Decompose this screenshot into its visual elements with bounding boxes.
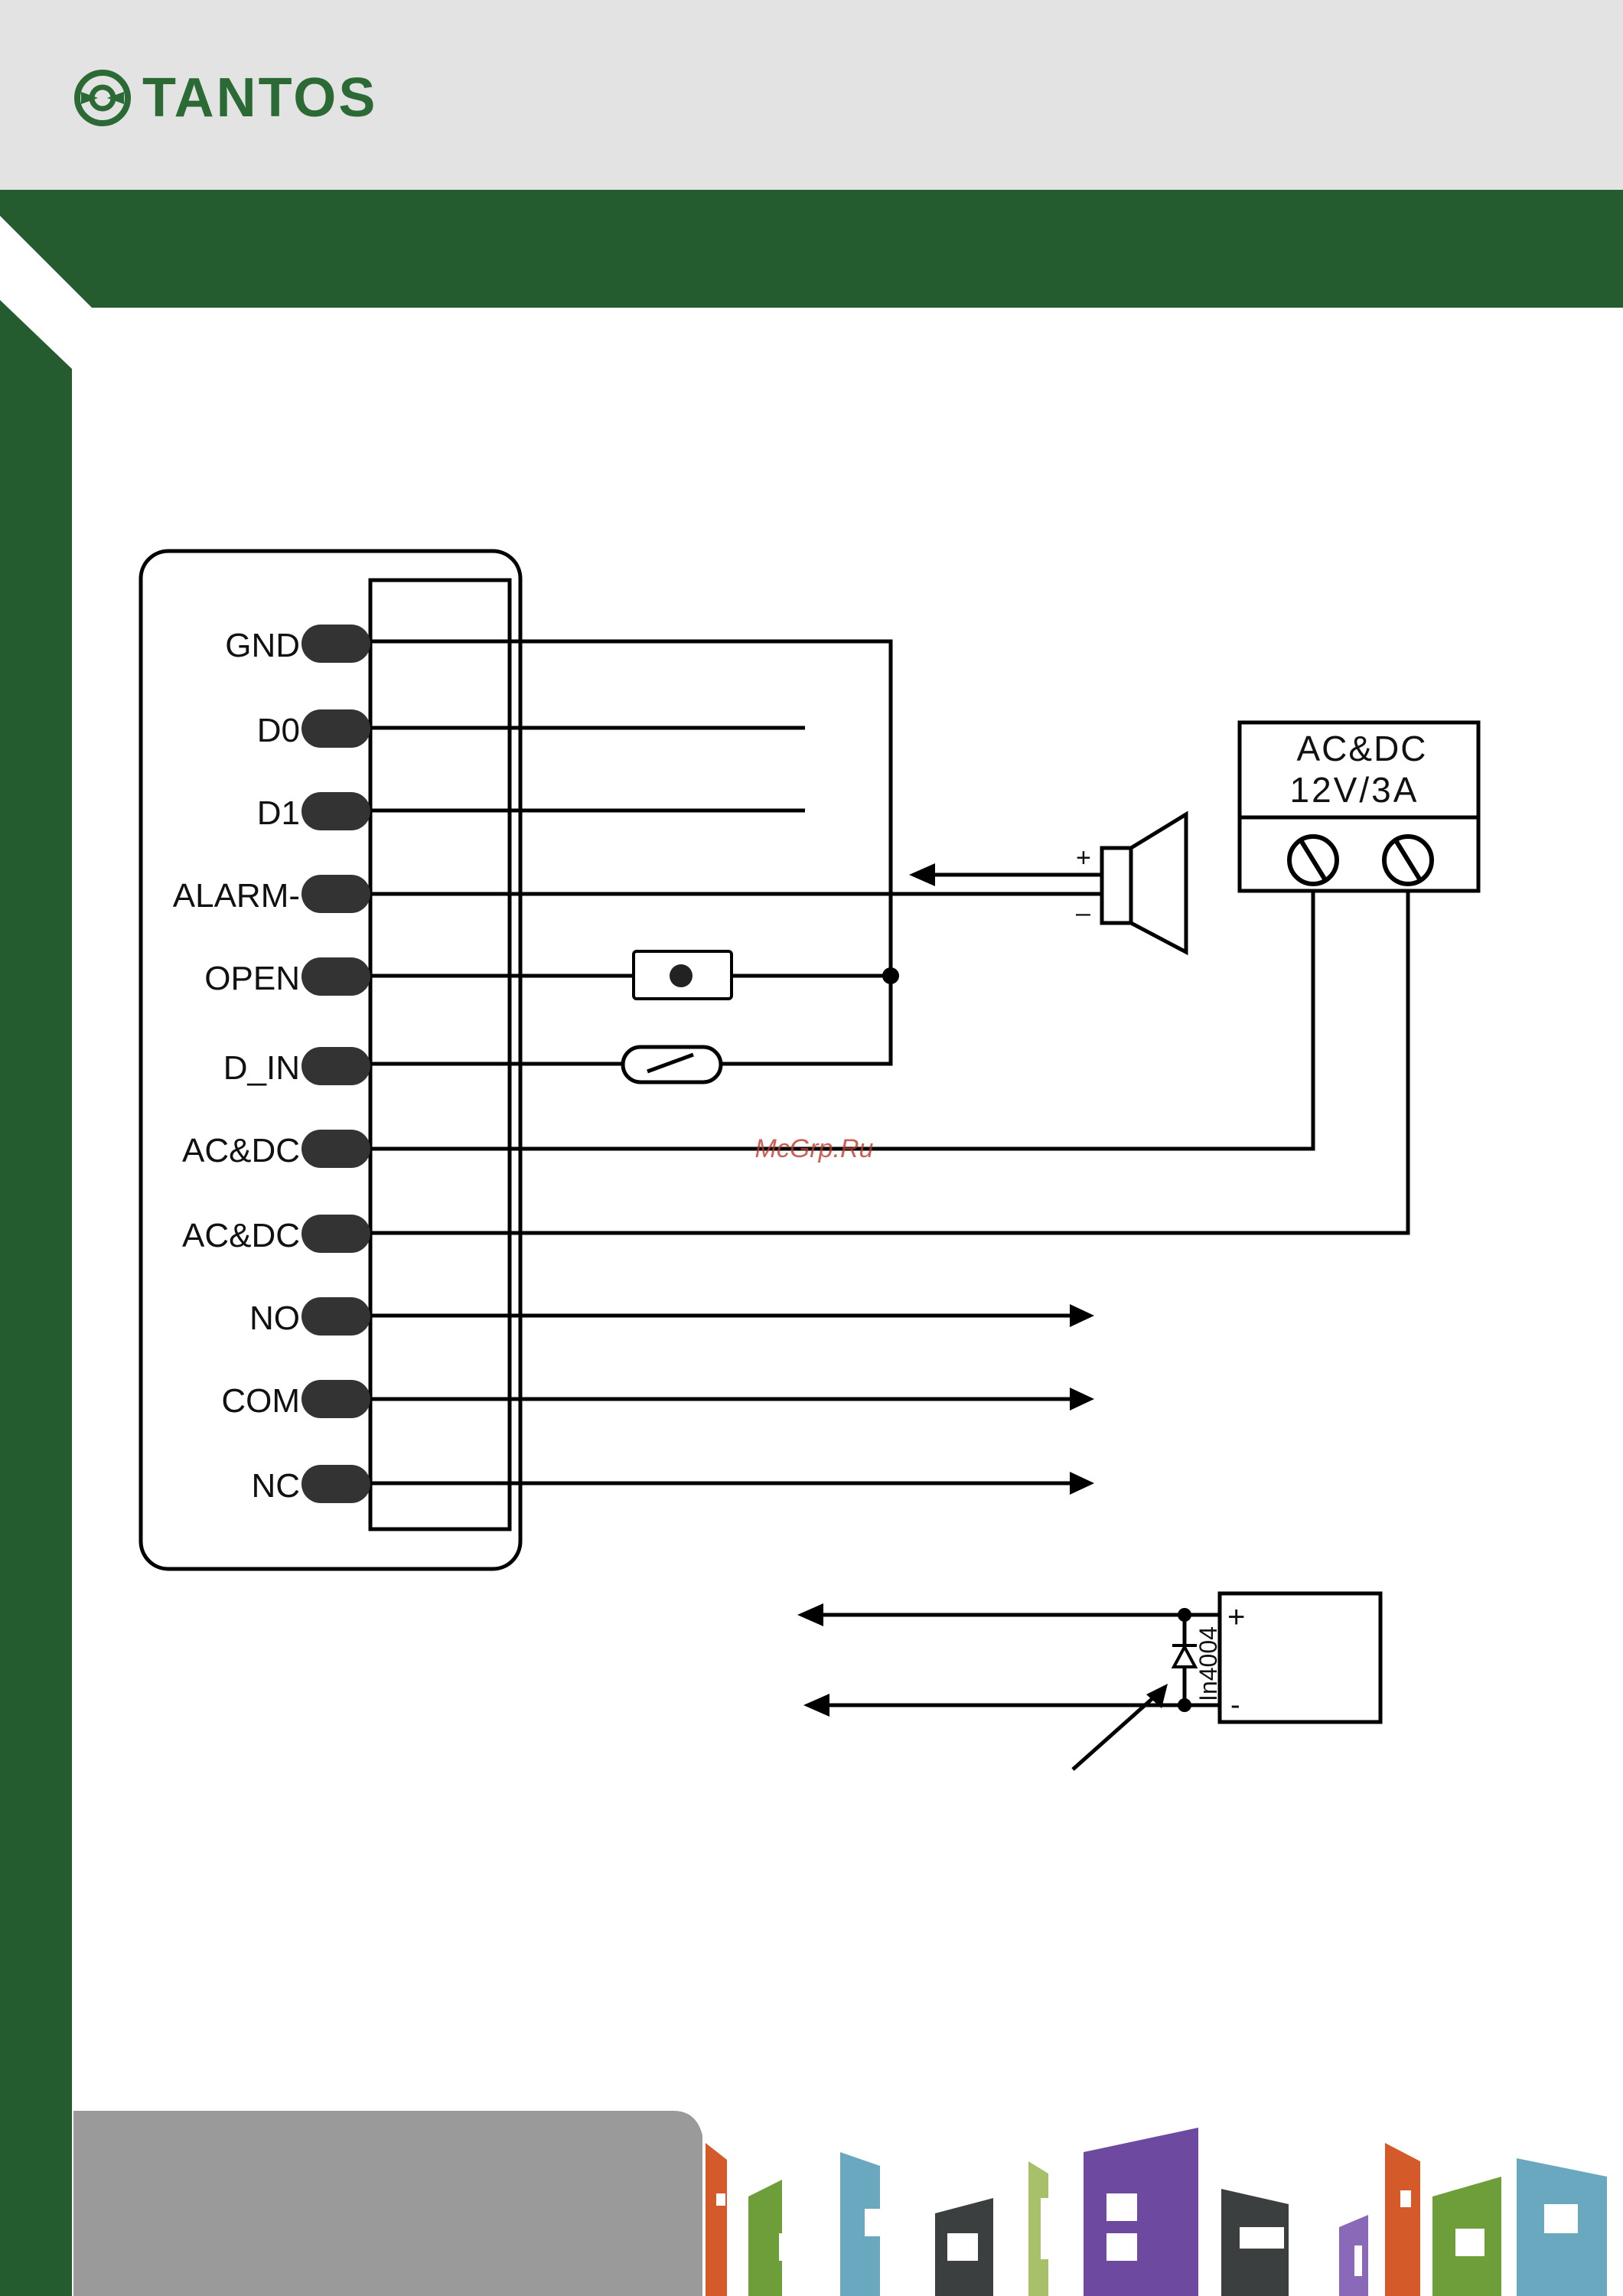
terminal-pin-acdc-2 (301, 1215, 370, 1253)
tantos-logo: TANTOS (73, 60, 377, 136)
buildings-illustration (706, 2128, 1607, 2296)
terminal-label-nc: NC (251, 1467, 300, 1505)
terminal-label-open: OPEN (204, 960, 300, 997)
door-sensor-symbol (621, 1045, 723, 1084)
arrow-lock-plus (797, 1603, 823, 1626)
junction-dot-lock-plus (1178, 1608, 1191, 1622)
exit-button-symbol (632, 950, 733, 1000)
watermark-text: McGrp.Ru (755, 1134, 874, 1163)
terminal-pin-open (301, 957, 370, 996)
diode-pointer (1071, 1693, 1159, 1771)
header-bar (0, 0, 1623, 190)
terminal-pin-acdc-1 (301, 1130, 370, 1168)
brand-name: TANTOS (142, 67, 378, 129)
lock-box (1217, 1591, 1383, 1724)
junction-dot-lock-minus (1178, 1698, 1191, 1712)
arrow-lock-minus (803, 1694, 829, 1717)
wiring (370, 639, 1410, 1771)
terminal-label-alarm: ALARM- (173, 877, 300, 915)
left-green-strip (0, 300, 72, 2296)
diode-label: In4004 (1194, 1626, 1222, 1701)
wire-gnd (370, 639, 893, 1066)
terminal-label-d0: D0 (257, 712, 300, 749)
terminal-pin-d0 (301, 709, 370, 748)
psu-label-type: AC&DC (1296, 729, 1427, 768)
controller-body (139, 549, 523, 1571)
terminal-pin-nc (301, 1465, 370, 1503)
header-green-band (0, 190, 1623, 308)
footer-grey-panel (73, 2111, 702, 2296)
wire-acdc-2 (370, 862, 1410, 1235)
arrowheads (797, 863, 1168, 1717)
terminal-pin-no (301, 1297, 370, 1336)
terminal-pin-gnd (301, 625, 370, 663)
psu-label-rating: 12V/3A (1290, 770, 1419, 810)
arrow-diode-pointer (1146, 1684, 1168, 1708)
lock-minus-label: - (1230, 1689, 1240, 1721)
terminal-label-d1: D1 (257, 794, 300, 832)
junction-dot-open (882, 967, 899, 984)
siren-symbol (1100, 810, 1188, 956)
terminal-label-com: COM (221, 1382, 300, 1420)
terminal-label-no: NO (249, 1300, 300, 1337)
terminal-pins (301, 625, 370, 1503)
terminal-block (368, 578, 512, 1531)
siren-plus-label: + (1076, 843, 1091, 872)
psu-terminal-screw-1 (1287, 834, 1339, 886)
diode-symbol (1171, 1643, 1198, 1668)
arrow-nc (1070, 1472, 1094, 1495)
terminal-pin-com (301, 1380, 370, 1418)
tantos-logo-icon (74, 70, 131, 126)
terminal-pin-alarm (301, 875, 370, 913)
terminal-label-d-in: D_IN (223, 1049, 300, 1087)
terminal-labels: GND D0 D1 ALARM- OPEN D_IN AC&DC AC&DC N… (173, 627, 300, 1505)
arrow-com (1070, 1388, 1094, 1411)
terminal-label-acdc-1: AC&DC (182, 1132, 300, 1169)
lock-plus-label: + (1227, 1600, 1245, 1634)
terminal-pin-d1 (301, 792, 370, 830)
terminal-label-gnd: GND (225, 627, 300, 664)
power-supply (1237, 720, 1481, 893)
wire-acdc-1 (370, 862, 1315, 1151)
terminal-label-acdc-2: AC&DC (182, 1217, 300, 1254)
psu-terminal-screw-2 (1382, 834, 1434, 886)
siren-minus-label: – (1076, 899, 1090, 928)
arrow-no (1070, 1304, 1094, 1327)
terminal-pin-d-in (301, 1047, 370, 1085)
arrow-siren (909, 863, 935, 886)
